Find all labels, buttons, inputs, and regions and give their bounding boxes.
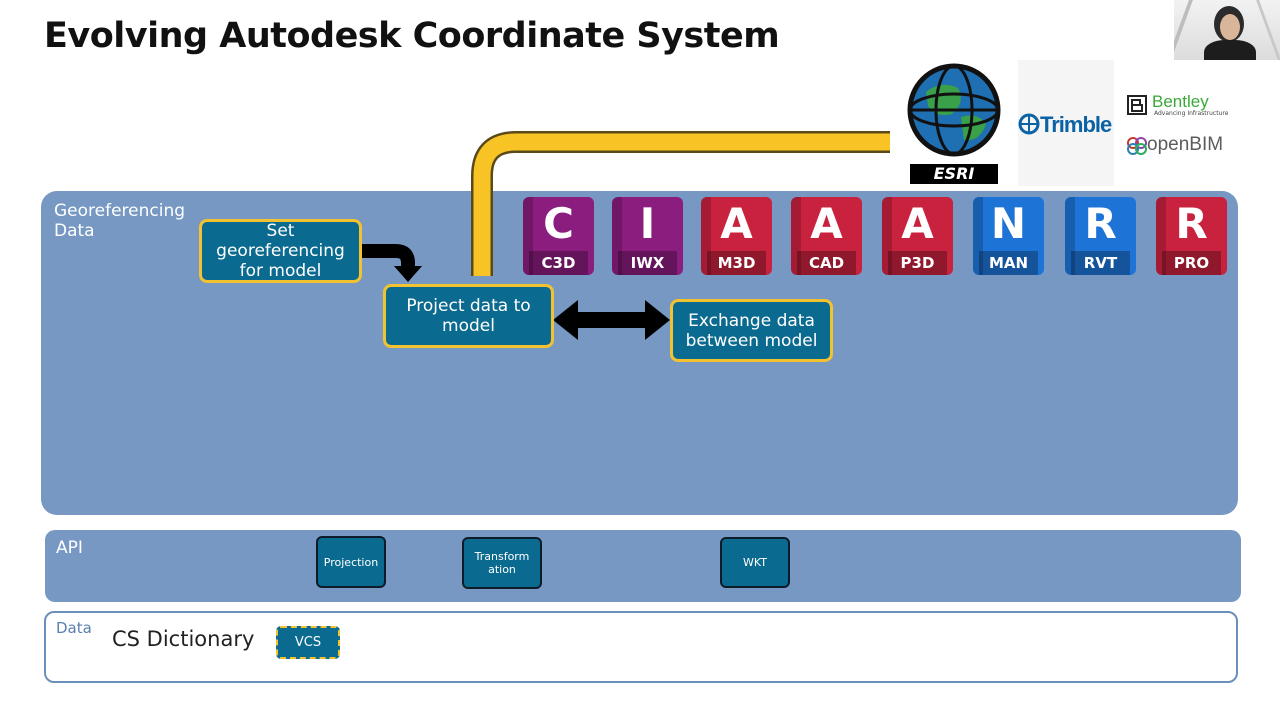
transformation-box: Transform ation [462, 537, 542, 589]
api-label: API [56, 538, 83, 558]
api-panel [45, 530, 1241, 602]
trimble-wordmark: Trimble [1040, 112, 1112, 137]
bentley-tagline: Advancing Infrastructure [1154, 110, 1229, 117]
data-panel [44, 611, 1238, 683]
trimble-globe-icon [1018, 113, 1040, 135]
exchange-double-arrow [553, 300, 670, 340]
wkt-box: WKT [720, 537, 790, 588]
exchange-data-box: Exchange data between model [670, 299, 833, 362]
esri-logo: ESRI [906, 62, 1002, 186]
bentley-icon [1127, 95, 1147, 115]
cs-dictionary-label: CS Dictionary [112, 627, 255, 651]
esri-wordmark: ESRI [910, 164, 998, 184]
bentley-wordmark: Bentley [1152, 92, 1209, 111]
presenter-webcam [1174, 0, 1280, 60]
vcs-box: VCS [276, 626, 340, 659]
openbim-icon [1127, 137, 1147, 155]
trimble-logo: Trimble [1018, 60, 1114, 186]
data-label: Data [56, 619, 92, 637]
set-georeferencing-box: Set georeferencing for model [199, 219, 362, 283]
set-to-project-arrow [362, 244, 415, 270]
slide-title: Evolving Autodesk Coordinate System [44, 16, 780, 56]
project-data-box: Project data to model [383, 284, 554, 348]
openbim-wordmark: openBIM [1147, 134, 1224, 155]
projection-box: Projection [316, 536, 386, 588]
georeferencing-label: Georeferencing Data [54, 201, 186, 241]
globe-icon [907, 63, 1001, 157]
